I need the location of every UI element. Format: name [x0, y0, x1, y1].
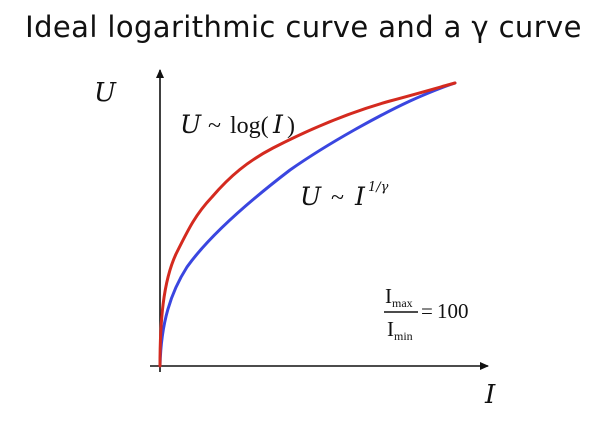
gamma-curve-label: U ~ I 1/γ — [300, 180, 389, 211]
log-label-close: ) — [287, 113, 295, 139]
ratio-numerator: I — [385, 284, 392, 308]
ratio-numerator-sub: max — [392, 296, 413, 310]
log-curve-label: U ~ log( I ) — [180, 110, 295, 139]
log-label-op: ~ — [208, 113, 221, 139]
gamma-label-exponent: 1/γ — [368, 180, 389, 195]
ratio-denominator-sub: min — [394, 329, 413, 343]
ratio-annotation: I max I min = 100 — [384, 284, 469, 343]
diagram-title: Ideal logarithmic curve and a γ curve — [25, 10, 582, 44]
gamma-label-lhs: U — [300, 182, 322, 211]
log-label-var: I — [272, 110, 284, 139]
log-label-rhs: log( — [230, 113, 269, 139]
ratio-value: 100 — [437, 299, 469, 323]
gamma-curve — [158, 81, 457, 368]
x-axis-label: I — [484, 380, 496, 410]
gamma-label-op: ~ — [331, 185, 344, 211]
ratio-denominator: I — [387, 317, 394, 341]
log-label-lhs: U — [180, 110, 202, 139]
log-curve — [158, 81, 457, 368]
y-axis-label: U — [94, 78, 117, 108]
ratio-equals: = — [421, 299, 433, 323]
gamma-label-base: I — [354, 182, 366, 211]
